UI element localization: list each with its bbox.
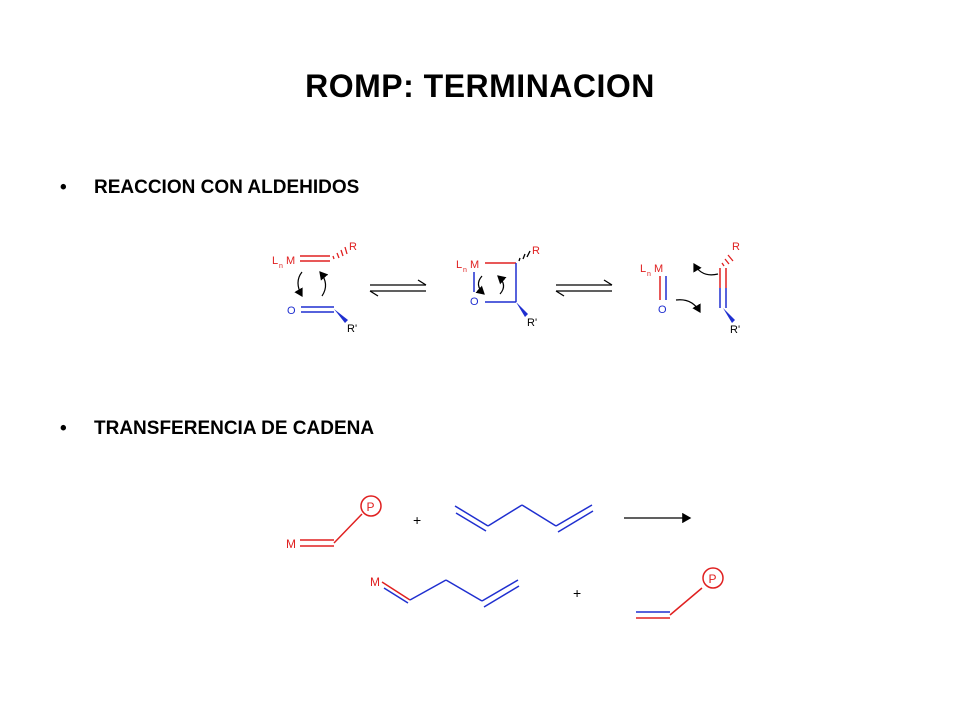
- equilibrium-arrow: [369, 279, 427, 297]
- r-label: R: [732, 241, 740, 253]
- metal-label: M: [470, 259, 479, 271]
- r-prime-label: R': [347, 323, 357, 335]
- scheme-aldehyde: L n M R O R': [272, 241, 740, 336]
- bullet-marker: •: [60, 418, 67, 439]
- wedge-bond: [516, 302, 528, 317]
- slide-title: ROMP: TERMINACION: [305, 68, 655, 104]
- metal-label: M: [654, 263, 663, 275]
- polymer-label: P: [367, 500, 375, 514]
- bullet-text: TRANSFERENCIA DE CADENA: [94, 418, 375, 439]
- oxygen-label: O: [470, 296, 479, 308]
- wedge-bond: [723, 308, 735, 323]
- polymer-circle: [360, 495, 382, 517]
- bullet-marker: •: [60, 177, 67, 198]
- metal-label: M: [286, 537, 296, 551]
- plus-sign: +: [413, 512, 421, 528]
- polymer-label: P: [709, 572, 717, 586]
- hashed-bond: [332, 246, 348, 260]
- r-prime-label: R': [730, 324, 740, 336]
- bullet-text: REACCION CON ALDEHIDOS: [94, 177, 360, 198]
- scheme-chain-transfer: M P + M +: [286, 495, 724, 619]
- oxygen-label: O: [287, 305, 296, 317]
- molecule-diene: [454, 504, 594, 533]
- molecule-oxametallacycle: L n M O R R': [456, 245, 540, 329]
- wedge-bond: [334, 309, 348, 323]
- equilibrium-arrow: [555, 279, 613, 297]
- ligand-subscript: n: [463, 267, 467, 274]
- r-prime-label: R': [527, 317, 537, 329]
- bullet-transferencia: • TRANSFERENCIA DE CADENA: [60, 418, 374, 440]
- plus-sign: +: [573, 585, 581, 601]
- molecule-metal-oxo-olefin: L n M O R R': [640, 241, 740, 336]
- r-label: R: [349, 241, 357, 253]
- metal-label: M: [370, 575, 380, 589]
- oxygen-label: O: [658, 304, 667, 316]
- molecule-metal-alkylidene-polymer: M P: [286, 495, 382, 551]
- molecule-carbene-aldehyde: L n M R O R': [272, 241, 357, 335]
- ligand-label: L: [272, 255, 278, 267]
- ligand-label: L: [456, 259, 462, 271]
- ligand-subscript: n: [279, 263, 283, 270]
- ligand-subscript: n: [647, 271, 651, 278]
- bullet-aldehidos: • REACCION CON ALDEHIDOS: [60, 177, 359, 199]
- molecule-metal-diene-product: M: [370, 575, 520, 608]
- polymer-circle: [702, 567, 724, 589]
- metal-label: M: [286, 255, 295, 267]
- molecule-polymer-olefin-product: P: [636, 567, 724, 619]
- ligand-label: L: [640, 263, 646, 275]
- r-label: R: [532, 245, 540, 257]
